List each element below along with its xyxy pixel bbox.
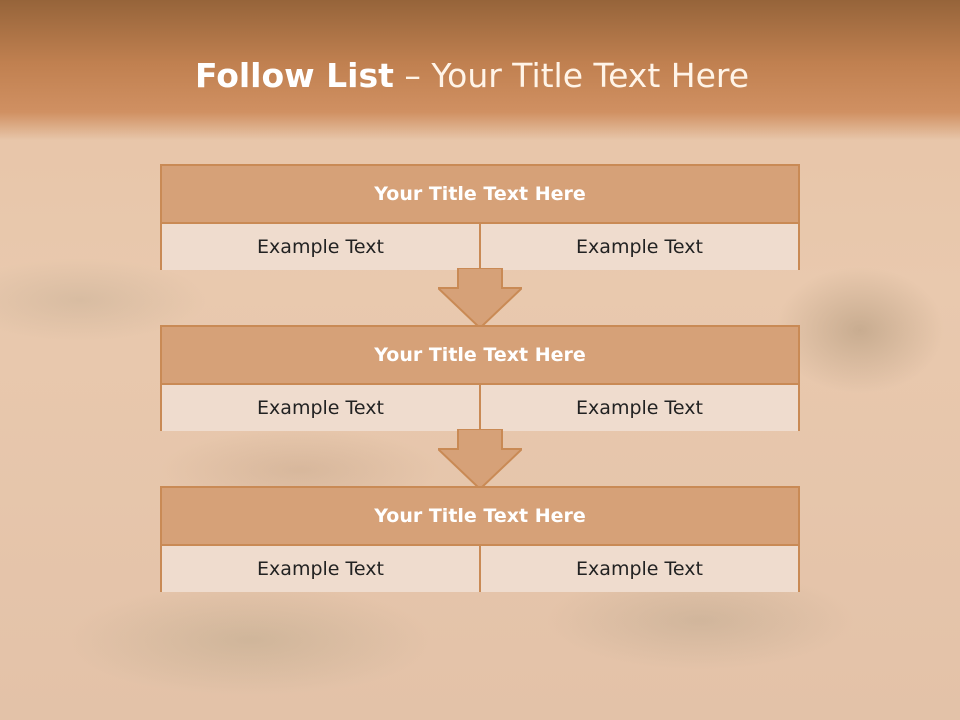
down-arrow-icon bbox=[438, 429, 522, 491]
header-band bbox=[0, 0, 960, 140]
step-cell-left: Example Text bbox=[162, 385, 479, 431]
step-block-1: Your Title Text Here Example Text Exampl… bbox=[160, 164, 800, 270]
step-cell-right: Example Text bbox=[481, 224, 798, 270]
page-title: Follow List – Your Title Text Here bbox=[0, 56, 944, 95]
step-title: Your Title Text Here bbox=[162, 488, 798, 544]
page-title-rest: – Your Title Text Here bbox=[393, 56, 750, 95]
step-row: Example Text Example Text bbox=[162, 224, 798, 270]
step-row: Example Text Example Text bbox=[162, 385, 798, 431]
step-title: Your Title Text Here bbox=[162, 166, 798, 222]
step-cell-left: Example Text bbox=[162, 224, 479, 270]
step-row: Example Text Example Text bbox=[162, 546, 798, 592]
step-title: Your Title Text Here bbox=[162, 327, 798, 383]
step-cell-right: Example Text bbox=[481, 385, 798, 431]
step-block-2: Your Title Text Here Example Text Exampl… bbox=[160, 325, 800, 431]
page-title-bold: Follow List bbox=[194, 56, 394, 95]
step-block-3: Your Title Text Here Example Text Exampl… bbox=[160, 486, 800, 592]
step-cell-right: Example Text bbox=[481, 546, 798, 592]
step-cell-left: Example Text bbox=[162, 546, 479, 592]
down-arrow-icon bbox=[438, 268, 522, 330]
